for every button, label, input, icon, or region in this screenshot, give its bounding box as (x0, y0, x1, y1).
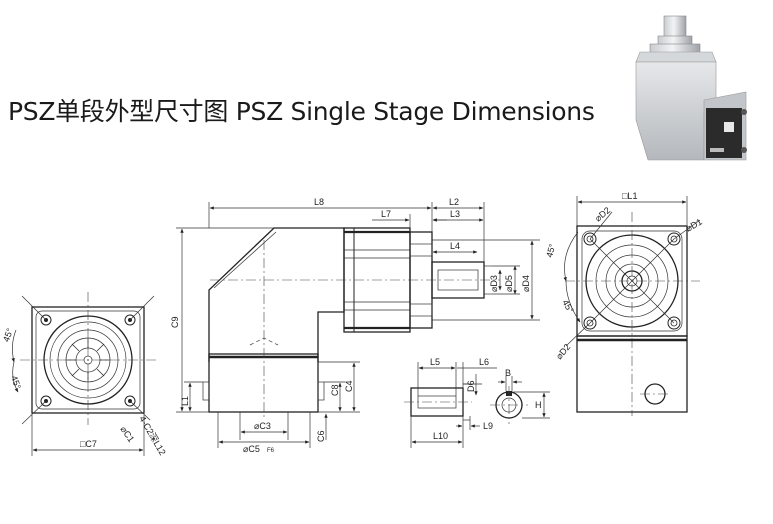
dim-C9: C9 (170, 316, 180, 328)
dim-L8: L8 (314, 197, 324, 207)
angle-label: 45° (560, 298, 576, 315)
dim-L1: □L1 (622, 191, 637, 201)
dim-C1: ⌀C1 (118, 424, 136, 444)
dim-L4: L4 (450, 241, 460, 251)
dim-C3: ⌀C3 (254, 421, 271, 431)
shaft-detail: L5 L6 D6 L9 L10 B H (404, 357, 550, 448)
dim-L3: L3 (450, 209, 460, 219)
dim-C6: C6 (316, 430, 326, 442)
dim-D3: ⌀D3 (489, 275, 499, 292)
dim-L2: L2 (449, 197, 459, 207)
dim-L9: L9 (483, 421, 493, 431)
dim-H: H (535, 400, 542, 410)
dim-L1-side: L1 (180, 396, 190, 406)
angle-label: 45° (544, 242, 557, 258)
dim-L6: L6 (479, 357, 489, 367)
dim-C2: 4-C2深L12 (137, 414, 167, 457)
front-view: 45° 45° □C7 ⌀C1 4-C2深L12 (1, 292, 168, 457)
right-view: □L1 ⌀D2 ⌀D1 ⌀D2 45° 45° (544, 191, 704, 416)
dim-D6: D6 (466, 380, 476, 392)
angle-label: 45° (1, 327, 15, 344)
dim-C8: C8 (330, 384, 340, 396)
dim-D2-bottom: ⌀D2 (554, 342, 573, 361)
dim-D4: ⌀D4 (521, 275, 531, 292)
dim-F6: F6 (267, 448, 275, 454)
dim-C5: ⌀C5 (243, 444, 260, 454)
dim-C4: C4 (344, 380, 354, 392)
dim-L10: L10 (433, 431, 448, 441)
dim-D2-top: ⌀D2 (593, 205, 612, 224)
dim-B: B (505, 368, 511, 378)
product-photo (635, 15, 747, 161)
dim-L5: L5 (430, 357, 440, 367)
dim-D5: ⌀D5 (504, 275, 514, 292)
angle-label: 45° (9, 374, 23, 391)
dim-L7: L7 (381, 209, 391, 219)
page-title: PSZ单段外型尺寸图 PSZ Single Stage Dimensions (8, 97, 595, 126)
dim-C7: □C7 (80, 439, 97, 449)
side-view: L8 L2 L7 L3 L4 ⌀D3 ⌀D5 ⌀D4 C9 L1 (170, 197, 540, 454)
